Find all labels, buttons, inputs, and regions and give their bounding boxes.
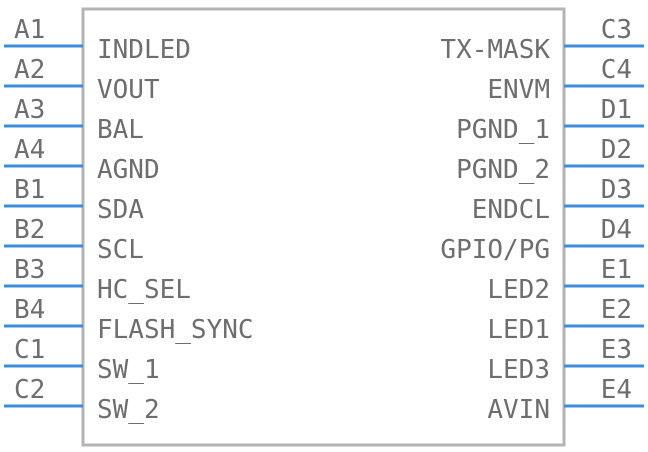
- pin-number-a1: A1: [14, 15, 45, 45]
- pin-name-e1: LED2: [487, 275, 550, 305]
- pin-number-e4: E4: [601, 375, 632, 405]
- pin-number-c2: C2: [14, 375, 45, 405]
- pin-name-c1: SW_1: [97, 355, 160, 385]
- pin-name-c2: SW_2: [97, 395, 160, 425]
- pin-name-a1: INDLED: [97, 35, 191, 65]
- pin-name-a3: BAL: [97, 115, 144, 145]
- pin-number-b3: B3: [14, 255, 45, 285]
- pin-number-d4: D4: [601, 215, 632, 245]
- pin-name-d2: PGND_2: [456, 155, 550, 185]
- pin-number-e2: E2: [601, 295, 632, 325]
- pin-name-b3: HC_SEL: [97, 275, 191, 305]
- pin-number-d2: D2: [601, 135, 632, 165]
- pin-number-c3: C3: [601, 15, 632, 45]
- pin-number-d1: D1: [601, 95, 632, 125]
- pin-name-e3: LED3: [487, 355, 550, 385]
- pin-name-b1: SDA: [97, 195, 144, 225]
- pin-number-e1: E1: [601, 255, 632, 285]
- pin-name-e4: AVIN: [487, 395, 550, 425]
- pin-number-c4: C4: [601, 55, 632, 85]
- pin-name-e2: LED1: [487, 315, 550, 345]
- pin-number-d3: D3: [601, 175, 632, 205]
- pin-name-b2: SCL: [97, 235, 144, 265]
- pin-name-d3: ENDCL: [472, 195, 550, 225]
- pin-name-a4: AGND: [97, 155, 160, 185]
- pin-number-b1: B1: [14, 175, 45, 205]
- pin-name-c3: TX-MASK: [440, 35, 550, 65]
- component-body: [81, 7, 566, 447]
- pin-name-b4: FLASH_SYNC: [97, 315, 254, 345]
- pin-number-a2: A2: [14, 55, 45, 85]
- pin-name-d1: PGND_1: [456, 115, 550, 145]
- pin-name-a2: VOUT: [97, 75, 160, 105]
- pin-number-a3: A3: [14, 95, 45, 125]
- pin-number-e3: E3: [601, 335, 632, 365]
- pin-name-c4: ENVM: [487, 75, 550, 105]
- pin-name-d4: GPIO/PG: [440, 235, 550, 265]
- pin-number-b2: B2: [14, 215, 45, 245]
- pin-number-c1: C1: [14, 335, 45, 365]
- pin-number-b4: B4: [14, 295, 45, 325]
- pin-number-a4: A4: [14, 135, 45, 165]
